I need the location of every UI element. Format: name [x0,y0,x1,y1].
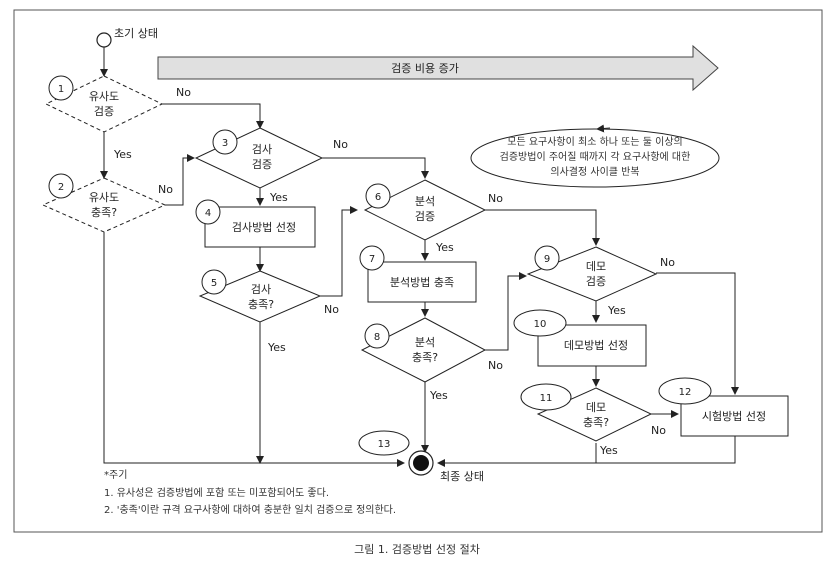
label-no-2: No [158,183,173,196]
label-yes-1: Yes [113,148,132,161]
footnote-item-2: 2. '충족'이란 규격 요구사항에 대하여 충분한 일치 검증으로 정의한다. [104,503,396,516]
svg-text:검증: 검증 [252,158,272,171]
svg-text:7: 7 [369,254,375,265]
svg-text:1: 1 [58,84,64,95]
svg-text:2: 2 [58,182,64,193]
start-label: 초기 상태 [114,27,158,40]
svg-text:충족?: 충족? [248,298,274,311]
label-yes-8: Yes [429,389,448,402]
svg-text:8: 8 [374,332,380,343]
footnote-title: *주기 [104,469,127,481]
svg-text:13: 13 [378,439,391,450]
edges [100,47,739,467]
node-1-similarity-check: 1 유사도 검증 [44,75,164,133]
loop-note: 모든 요구사항이 최소 하나 또는 둘 이상의 검증방법이 주어질 때까지 각 … [470,124,720,188]
svg-text:데모: 데모 [586,401,606,414]
svg-text:5: 5 [211,278,217,289]
svg-text:데모방법 선정: 데모방법 선정 [564,339,628,352]
svg-text:3: 3 [222,138,228,149]
footnote: *주기 1. 유사성은 검증방법에 포함 또는 미포함되어도 좋다. 2. '충… [104,469,396,516]
svg-text:10: 10 [534,319,547,330]
label-no-8: No [488,359,503,372]
svg-text:검사: 검사 [251,283,271,296]
svg-text:11: 11 [540,393,553,404]
svg-text:충족?: 충족? [583,416,609,429]
node-5-inspection-satisfied: 5 검사 충족? [198,269,322,323]
label-yes-3: Yes [269,191,288,204]
loop-note-line-3: 의사결정 사이클 반복 [550,166,639,178]
svg-text:검증: 검증 [415,210,435,223]
svg-text:데모: 데모 [586,260,606,273]
edge-2-3 [165,154,195,206]
node-13-end-state: 13 최종 상태 [358,430,484,483]
label-yes-5: Yes [267,341,286,354]
edge-3-6 [322,157,429,179]
svg-text:6: 6 [375,192,381,203]
label-yes-6: Yes [435,241,454,254]
start-state: 초기 상태 [96,27,158,48]
svg-text:검사방법 선정: 검사방법 선정 [232,221,296,234]
figure-caption: 그림 1. 검증방법 선정 절차 [354,543,480,556]
svg-text:9: 9 [544,254,550,265]
edge-labels: No Yes No No Yes No Yes No Yes No Yes No… [113,86,675,457]
svg-text:분석: 분석 [415,195,435,208]
label-no-11: No [651,424,666,437]
node-10-demo-select: 10 데모방법 선정 [513,309,647,367]
svg-text:충족?: 충족? [91,206,117,219]
label-no-1: No [176,86,191,99]
svg-text:유사도: 유사도 [89,90,119,103]
edge-6-9 [485,209,600,246]
svg-text:분석: 분석 [415,336,435,349]
svg-text:충족?: 충족? [412,351,438,364]
edge-8-9 [483,272,527,351]
node-8-analysis-satisfied-check: 8 분석 충족? [360,317,487,383]
node-11-demo-satisfied: 11 데모 충족? [520,383,653,442]
node-12-test-select: 12 시험방법 선정 [658,377,789,437]
edge-12-end [437,436,736,467]
label-no-3: No [333,138,348,151]
figure-frame [13,9,823,533]
node-3-inspection-check: 3 검사 검증 [194,127,324,189]
start-circle-icon [96,32,112,48]
loop-note-line-2: 검증방법이 주어질 때까지 각 요구사항에 대한 [500,151,691,163]
node-9-demo-check: 9 데모 검증 [526,245,658,302]
end-label: 최종 상태 [440,470,484,483]
edge-2-end [103,232,405,467]
edge-9-12 [656,272,739,395]
svg-text:검사: 검사 [252,143,272,156]
node-4-inspection-select: 4 검사방법 선정 [195,199,316,248]
svg-text:분석방법 충족: 분석방법 충족 [390,276,454,289]
end-state-icon [413,455,429,471]
node-2-similarity-satisfied: 2 유사도 충족? [41,173,167,233]
loop-note-line-1: 모든 요구사항이 최소 하나 또는 둘 이상의 [507,135,682,148]
label-no-5: No [324,303,339,316]
cost-increase-arrow: 검증 비용 증가 [157,44,719,92]
label-no-6: No [488,192,503,205]
label-yes-9: Yes [607,304,626,317]
svg-text:시험방법 선정: 시험방법 선정 [702,410,766,423]
node-7-analysis-satisfied: 7 분석방법 충족 [359,245,477,303]
edge-5-6 [318,206,358,297]
svg-text:12: 12 [679,387,692,398]
svg-text:유사도: 유사도 [89,191,119,204]
label-no-9: No [660,256,675,269]
svg-text:4: 4 [205,208,211,219]
footnote-item-1: 1. 유사성은 검증방법에 포함 또는 미포함되어도 좋다. [104,487,329,499]
svg-text:검증: 검증 [94,105,114,118]
svg-text:검증: 검증 [586,275,606,288]
edge-1-3 [160,103,264,129]
cost-arrow-label: 검증 비용 증가 [391,62,459,75]
label-yes-11: Yes [599,444,618,457]
node-6-analysis-check: 6 분석 검증 [363,179,487,241]
